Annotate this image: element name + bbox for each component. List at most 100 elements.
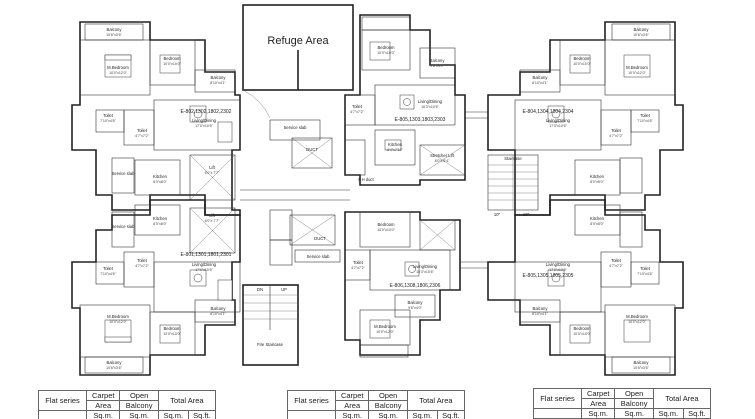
label-bedroom: Bedroom xyxy=(164,56,182,61)
label-m-bedroom: M.Bedroom xyxy=(107,65,129,70)
label-balcony-side: Balcony xyxy=(211,75,227,80)
label-bedroom-rb: Bedroom xyxy=(574,326,592,331)
label-living-lb: Living/Dining xyxy=(192,262,217,267)
th-open-2: Balcony xyxy=(368,400,408,411)
label-bedroom-lb: Bedroom xyxy=(164,326,182,331)
dim-toilet-lb2: 4'7"x7'2" xyxy=(135,264,149,268)
flat-code-right-bottom: E-805,1305,1805,2305 xyxy=(523,273,574,279)
label-balcony-rb: Balcony xyxy=(533,306,549,311)
label-dn: DN xyxy=(257,287,263,292)
dim-balcony-c: 9'6"x4'0" xyxy=(430,64,444,68)
right-wing xyxy=(487,21,684,376)
th-sqm: Sq.m. xyxy=(335,410,370,419)
label-toilet-r: Toilet xyxy=(640,113,651,118)
label-m-bedroom-rb: M.Bedroom xyxy=(626,314,648,319)
th-sqft: Sq.ft. xyxy=(682,408,712,419)
dim-m-bedroom-lb: 10'0"x12'0" xyxy=(109,320,127,324)
label-toilet-lb: Toilet xyxy=(103,266,114,271)
th-sqm-2: Sq.m. xyxy=(119,410,159,419)
label-up: UP xyxy=(281,287,287,292)
label-staircase: Staircase xyxy=(504,156,522,161)
label-bedroom-cb: Bedroom xyxy=(378,222,396,227)
dim-toilet-2: 4'7"x7'2" xyxy=(135,134,149,138)
th-sqm: Sq.m. xyxy=(581,408,616,419)
dim-balcony: 10'6"x3'6" xyxy=(106,33,122,37)
label-stretcher-lift: Stretcher Lift xyxy=(430,153,455,158)
dim-toilet-rb2: 4'7"x7'2" xyxy=(609,264,623,268)
label-duct: DUCT xyxy=(306,147,318,152)
dim-toilet-c: 4'7"x7'2" xyxy=(350,110,364,114)
dim-living-cb: 16'3"x10'6" xyxy=(416,270,434,274)
area-table-left: Flat series Carpet Open Total Area Area … xyxy=(37,390,217,419)
th-blank xyxy=(37,410,88,419)
th-open-2: Balcony xyxy=(119,400,159,411)
th-open: Open xyxy=(368,390,408,401)
dim-kitchen-rb: 8'0"x8'0" xyxy=(590,222,604,226)
dim-toilet-lb: 7'10"x4'6" xyxy=(100,272,116,276)
th-total: Total Area xyxy=(406,390,466,411)
th-carpet: Carpet xyxy=(335,390,370,401)
th-blank xyxy=(286,410,337,419)
th-total: Total Area xyxy=(652,388,712,409)
label-balcony: Balcony xyxy=(107,27,123,32)
th-sqm-3: Sq.m. xyxy=(652,408,684,419)
area-table-center: Flat series Carpet Open Total Area Area … xyxy=(286,390,466,419)
label-balcony-cb: Balcony xyxy=(408,300,424,305)
dim-living-rb: 17'0"x10'6" xyxy=(549,268,567,272)
label-living: Living/Dining xyxy=(192,118,217,123)
label-kitchen-c: Kitchen xyxy=(388,142,403,147)
area-table-right: Flat series Carpet Open Total Area Area … xyxy=(532,388,712,419)
th-flat-series: Flat series xyxy=(532,388,583,409)
dim-living-lb: 17'0"x10'6" xyxy=(195,268,213,272)
label-toilet-r2: Toilet xyxy=(611,128,622,133)
label-living-r: Living/Dining xyxy=(546,118,571,123)
dim-balcony-cb: 9'6"x4'0" xyxy=(408,306,422,310)
label-balcony-c: Balcony xyxy=(430,58,446,63)
dim-kitchen-r: 8'0"x8'0" xyxy=(590,180,604,184)
dim-toilet-r2: 4'7"x7'2" xyxy=(609,134,623,138)
flat-code-right-top: E-804,1304,1804,2304 xyxy=(523,109,574,115)
label-balcony-r2: Balcony xyxy=(533,75,549,80)
dim-m-bedroom: 10'0"x12'0" xyxy=(109,71,127,75)
dim-living-c: 16'3"x10'6" xyxy=(421,105,439,109)
label-balcony-lb: Balcony xyxy=(211,306,227,311)
dim-living: 17'0"x10'6" xyxy=(195,124,213,128)
label-kitchen-r: Kitchen xyxy=(590,174,605,179)
label-toilet: Toilet xyxy=(103,113,114,118)
label-balcony-lb2: Balcony xyxy=(107,360,123,365)
opening-2: 10" xyxy=(523,212,530,217)
flat-code-center-bottom: E-806,1308,1806,2306 xyxy=(390,283,441,289)
flat-code-left-bottom: E-801,1301,1801,2301 xyxy=(181,252,232,258)
label-kitchen: Kitchen xyxy=(153,174,168,179)
label-lift: Lift xyxy=(209,165,215,170)
label-toilet-rb: Toilet xyxy=(640,266,651,271)
dim-stretcher-lift: 8'0"x 6'4" xyxy=(435,159,450,163)
dim-kitchen-c: 8'4"x7'10" xyxy=(387,148,403,152)
th-sqm: Sq.m. xyxy=(86,410,121,419)
dim-bedroom-c: 10'0"x10'0" xyxy=(377,51,395,55)
label-m-bedroom-r: M.Bedroom xyxy=(626,65,648,70)
dim-bedroom-lb: 10'0"x10'0" xyxy=(163,332,181,336)
th-carpet-2: Area xyxy=(335,400,370,411)
label-living-rb: Living/Dining xyxy=(546,262,571,267)
left-wing xyxy=(71,21,241,376)
th-carpet-2: Area xyxy=(86,400,121,411)
label-fire-duct: F.H duct xyxy=(358,177,374,182)
label-m-bedroom-cb: M.Bedroom xyxy=(374,324,396,329)
th-carpet: Carpet xyxy=(86,390,121,401)
label-toilet-cb: Toilet xyxy=(353,260,364,265)
refuge-area-title: Refuge Area xyxy=(267,35,329,47)
dim-kitchen: 8'0"x8'0" xyxy=(153,180,167,184)
dim-toilet-r: 7'10"x4'6" xyxy=(637,119,653,123)
left-furniture xyxy=(104,54,233,344)
label-service-slab: Service slab xyxy=(112,171,135,176)
flat-code-left-top: E-802,1302,1802,2302 xyxy=(181,109,232,115)
th-sqm-3: Sq.m. xyxy=(406,410,438,419)
label-toilet-rb2: Toilet xyxy=(611,258,622,263)
dim-toilet: 7'10"x4'6" xyxy=(100,119,116,123)
th-flat-series: Flat series xyxy=(37,390,88,411)
dim-m-bedroom-rb: 10'0"x12'0" xyxy=(628,320,646,324)
label-toilet-c: Toilet xyxy=(352,104,363,109)
